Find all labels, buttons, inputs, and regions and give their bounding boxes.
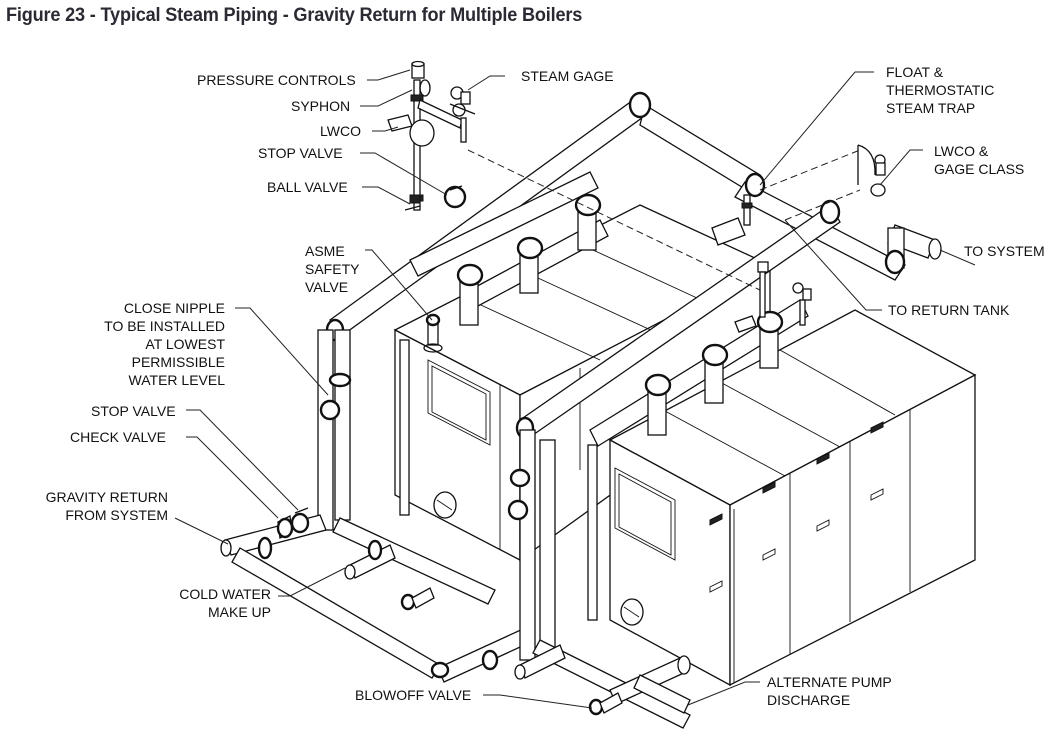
label-alternate-pump-discharge: ALTERNATE PUMP DISCHARGE: [767, 674, 892, 708]
label-stop-valve-bottom: STOP VALVE: [91, 403, 176, 419]
ball-valve-icon: [404, 194, 421, 211]
label-lwco-gage-class: LWCO & GAGE CLASS: [934, 143, 1025, 177]
steam-trap-icon: [711, 194, 753, 246]
lwco-gage-glass-icon: [857, 144, 886, 197]
return-piping-front: [514, 639, 691, 729]
label-asme-safety-valve: ASME SAFETY VALVE: [305, 243, 360, 295]
label-check-valve: CHECK VALVE: [70, 429, 166, 445]
equalizer-line-rear: [467, 149, 761, 291]
steam-header: [325, 91, 942, 447]
equalizer-line-trap: [759, 149, 861, 191]
boiler-rear-port: [433, 491, 457, 519]
check-valve-icon: [276, 515, 294, 539]
label-to-return-tank: TO RETURN TANK: [888, 302, 1010, 318]
label-steam-gage: STEAM GAGE: [521, 68, 614, 84]
front-controls-icon: [734, 261, 812, 333]
steam-gage-icon: [417, 86, 476, 143]
label-close-nipple: CLOSE NIPPLE TO BE INSTALLED AT LOWEST P…: [104, 300, 225, 388]
leader-lines: [174, 69, 976, 709]
label-gravity-return: GRAVITY RETURN FROM SYSTEM: [45, 489, 168, 523]
label-to-system: TO SYSTEM: [964, 243, 1045, 259]
close-nipple-icon: [319, 399, 341, 421]
return-piping-rear: [220, 329, 556, 683]
label-syphon: SYPHON: [291, 98, 351, 114]
label-lwco: LWCO: [320, 123, 361, 139]
boiler-front-louvers: [709, 421, 884, 593]
stop-valve-icon: [290, 185, 467, 534]
boiler-rear-window: [427, 359, 491, 446]
boiler-front: [587, 309, 977, 687]
figure-title: Figure 23 - Typical Steam Piping - Gravi…: [6, 4, 583, 26]
lwco-icon: [387, 114, 435, 147]
label-ball-valve: BALL VALVE: [267, 179, 348, 195]
label-stop-valve-top: STOP VALVE: [258, 145, 343, 161]
label-cold-water-make-up: COLD WATER MAKE UP: [179, 586, 271, 620]
label-pressure-controls: PRESSURE CONTROLS: [197, 72, 356, 88]
boiler-front-port: [620, 598, 644, 626]
boiler-front-side-face: [729, 373, 976, 687]
label-blowoff-valve: BLOWOFF VALVE: [355, 687, 472, 703]
label-float-thermostatic-steam-trap: FLOAT & THERMOSTATIC STEAM TRAP: [886, 64, 995, 116]
blowoff-valve-icon: [400, 587, 623, 716]
boiler-front-window: [614, 467, 676, 561]
